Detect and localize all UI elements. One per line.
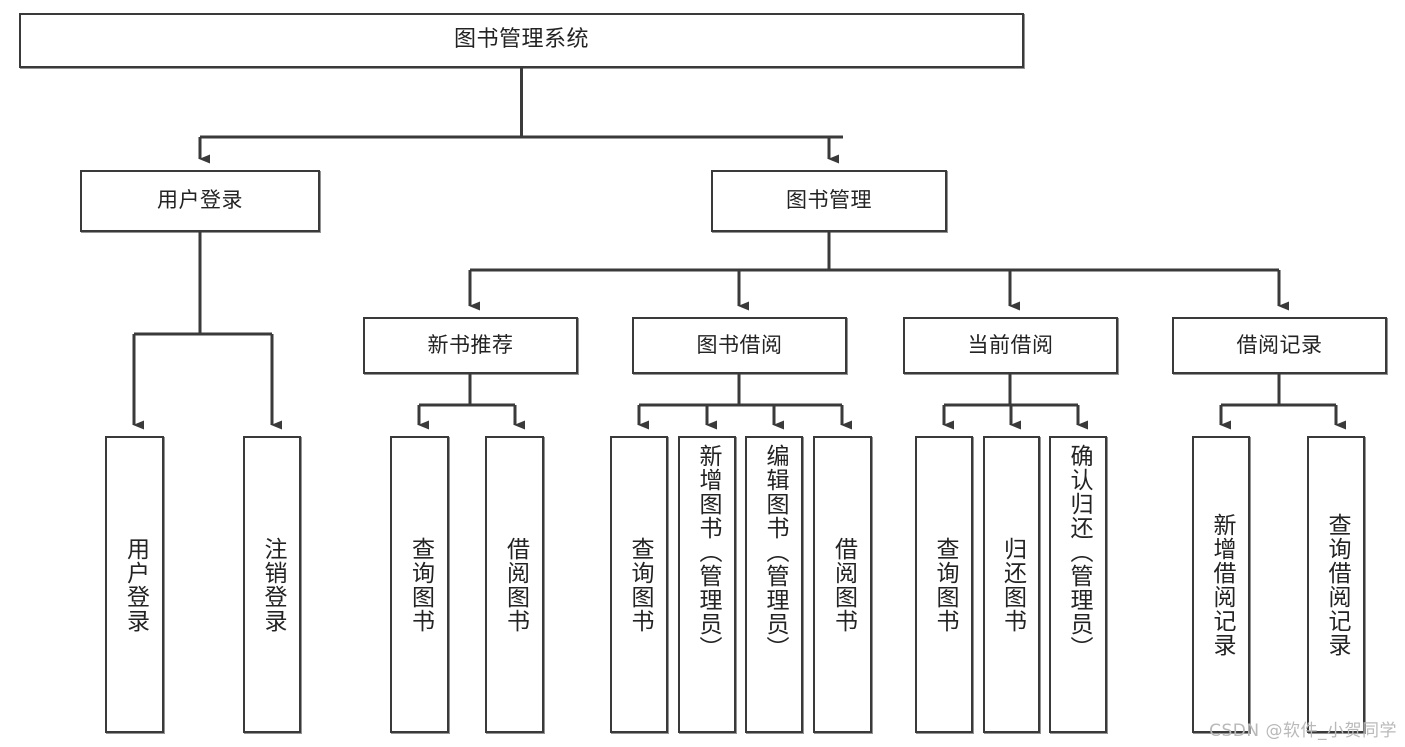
- node-current-borrow[interactable]: 当前借阅: [903, 317, 1118, 374]
- node-leaf-borrow-book-2[interactable]: 借阅图书: [813, 436, 872, 733]
- node-leaf-return-book-label: 归还图书: [999, 536, 1026, 633]
- node-leaf-query-book-3[interactable]: 查询图书: [915, 436, 973, 733]
- node-borrow-record[interactable]: 借阅记录: [1172, 317, 1387, 374]
- node-leaf-add-book-label: 新增图书（管理员）: [694, 444, 721, 660]
- node-leaf-edit-book-label: 编辑图书（管理员）: [761, 444, 788, 660]
- node-new-book-rec[interactable]: 新书推荐: [363, 317, 578, 374]
- node-leaf-query-record-label: 查询借阅记录: [1323, 512, 1350, 657]
- node-book-borrow-label: 图书借阅: [696, 332, 783, 357]
- node-root[interactable]: 图书管理系统: [19, 13, 1024, 68]
- watermark: CSDN @软件_小贺同学: [1209, 721, 1397, 741]
- node-leaf-confirm-return-label: 确认归还（管理员）: [1065, 444, 1092, 660]
- node-leaf-user-logout-label: 注销登录: [259, 536, 286, 633]
- node-current-borrow-label: 当前借阅: [967, 332, 1054, 357]
- node-leaf-user-login-label: 用户登录: [122, 536, 149, 633]
- node-leaf-add-record[interactable]: 新增借阅记录: [1192, 436, 1250, 733]
- node-leaf-user-login[interactable]: 用户登录: [105, 436, 164, 733]
- node-book-borrow[interactable]: 图书借阅: [632, 317, 847, 374]
- node-leaf-borrow-book-2-label: 借阅图书: [830, 536, 857, 633]
- node-user-login-label: 用户登录: [157, 188, 243, 213]
- node-new-book-rec-label: 新书推荐: [427, 332, 514, 357]
- node-leaf-query-book-3-label: 查询图书: [931, 536, 958, 633]
- node-leaf-add-book[interactable]: 新增图书（管理员）: [678, 436, 736, 733]
- node-leaf-query-book-1[interactable]: 查询图书: [390, 436, 449, 733]
- node-leaf-return-book[interactable]: 归还图书: [983, 436, 1040, 733]
- node-leaf-confirm-return[interactable]: 确认归还（管理员）: [1049, 436, 1107, 733]
- node-book-manage-label: 图书管理: [786, 188, 872, 213]
- node-book-manage[interactable]: 图书管理: [711, 170, 947, 232]
- node-leaf-query-record[interactable]: 查询借阅记录: [1307, 436, 1365, 733]
- node-leaf-borrow-book-1-label: 借阅图书: [502, 536, 529, 633]
- node-leaf-borrow-book-1[interactable]: 借阅图书: [485, 436, 544, 733]
- node-leaf-user-logout[interactable]: 注销登录: [243, 436, 301, 733]
- node-leaf-query-book-2[interactable]: 查询图书: [610, 436, 668, 733]
- node-leaf-query-book-2-label: 查询图书: [626, 536, 653, 633]
- node-root-label: 图书管理系统: [453, 27, 589, 53]
- node-leaf-edit-book[interactable]: 编辑图书（管理员）: [745, 436, 803, 733]
- node-borrow-record-label: 借阅记录: [1236, 332, 1323, 357]
- node-leaf-add-record-label: 新增借阅记录: [1208, 512, 1235, 657]
- node-leaf-query-book-1-label: 查询图书: [407, 536, 434, 633]
- node-user-login[interactable]: 用户登录: [80, 170, 320, 232]
